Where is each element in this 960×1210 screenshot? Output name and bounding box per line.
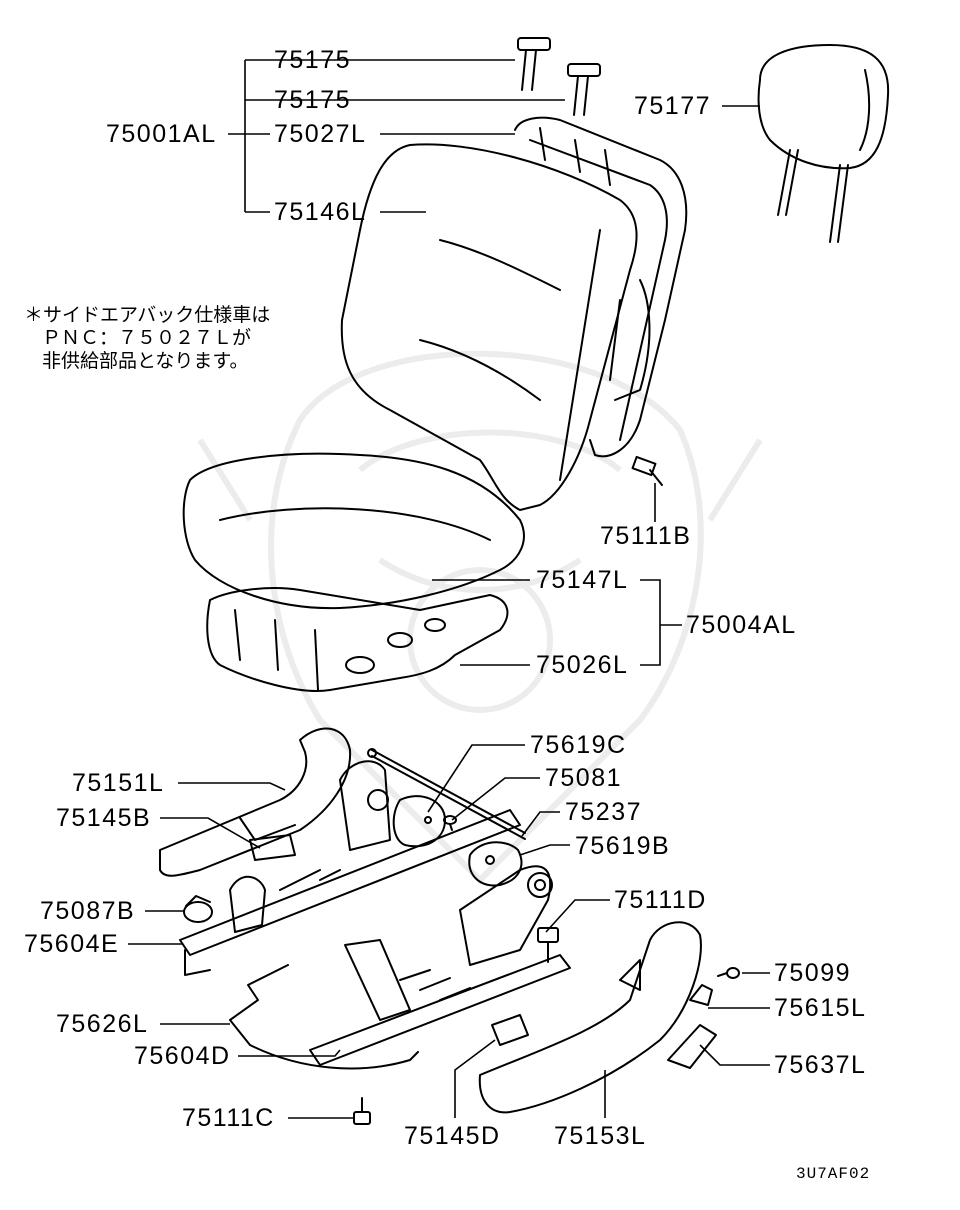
- label-75001al: 75001AL: [106, 120, 217, 148]
- label-75087b: 75087B: [40, 897, 136, 925]
- cover-75619c: [392, 795, 446, 848]
- watermark-emblem: [197, 350, 763, 885]
- label-75111d: 75111D: [614, 886, 707, 914]
- label-75604d: 75604D: [134, 1042, 231, 1070]
- clip-75145b: [249, 834, 296, 861]
- label-75626l: 75626L: [56, 1010, 149, 1038]
- seat-cushion: [182, 452, 525, 610]
- bolt-75111d: [537, 927, 559, 963]
- label-75153l: 75153L: [554, 1122, 647, 1150]
- label-75237: 75237: [565, 798, 643, 826]
- label-75147l: 75147L: [536, 566, 629, 594]
- screw-75081: [443, 815, 457, 831]
- label-75026l: 75026L: [536, 651, 629, 679]
- seat-pan: [206, 587, 509, 692]
- label-75151l: 75151L: [72, 769, 165, 797]
- knob-75637l: [667, 1024, 717, 1069]
- rail-left: [179, 760, 521, 976]
- airbag-note-line2: ＰＮＣ：７５０２７Ｌが: [42, 326, 252, 349]
- label-75145b: 75145B: [56, 804, 152, 832]
- rail-right: [309, 865, 571, 1066]
- bracket-75615l: [689, 984, 713, 1006]
- label-75615l: 75615L: [774, 994, 867, 1022]
- label-75637l: 75637L: [774, 1051, 867, 1079]
- leader-lines: [128, 59, 770, 1119]
- clip-75145d: [491, 1014, 529, 1046]
- airbag-note-line3: 非供給部品となります。: [42, 349, 249, 372]
- headrest: [757, 44, 890, 243]
- label-75175-b: 75175: [274, 86, 352, 114]
- label-75175-a: 75175: [274, 46, 352, 74]
- label-75111b: 75111B: [600, 522, 692, 550]
- label-75145d: 75145D: [404, 1122, 501, 1150]
- bolt-75111b: [631, 455, 663, 486]
- bolt-75111c: [353, 1097, 371, 1125]
- seatback-cushion: [340, 143, 638, 511]
- label-75619c: 75619C: [530, 731, 627, 759]
- seatback-frame: [514, 116, 688, 458]
- label-75111c: 75111C: [182, 1104, 275, 1132]
- screw-75099: [717, 967, 740, 979]
- airbag-note: ＊サイドエアバック仕様車は ＰＮＣ：７５０２７Ｌが 非供給部品となります。: [24, 304, 270, 372]
- side-cover-left: [159, 727, 352, 877]
- label-75177: 75177: [634, 92, 712, 120]
- headrest-guides: [517, 37, 601, 116]
- nut-75087b: [183, 895, 213, 923]
- rod-75237: [367, 748, 526, 840]
- label-75619b: 75619B: [575, 832, 671, 860]
- label-75027l: 75027L: [274, 120, 367, 148]
- airbag-note-line1: ＊サイドエアバック仕様車は: [24, 304, 271, 326]
- label-75004al: 75004AL: [686, 611, 797, 639]
- label-75604e: 75604E: [24, 930, 120, 958]
- label-75099: 75099: [774, 959, 852, 987]
- diagram-code: 3U7AF02: [796, 1165, 871, 1183]
- outer-shield: [478, 921, 702, 1114]
- wire-75626l: [229, 964, 419, 1070]
- label-75081: 75081: [545, 764, 623, 792]
- label-75146l: 75146L: [274, 198, 367, 226]
